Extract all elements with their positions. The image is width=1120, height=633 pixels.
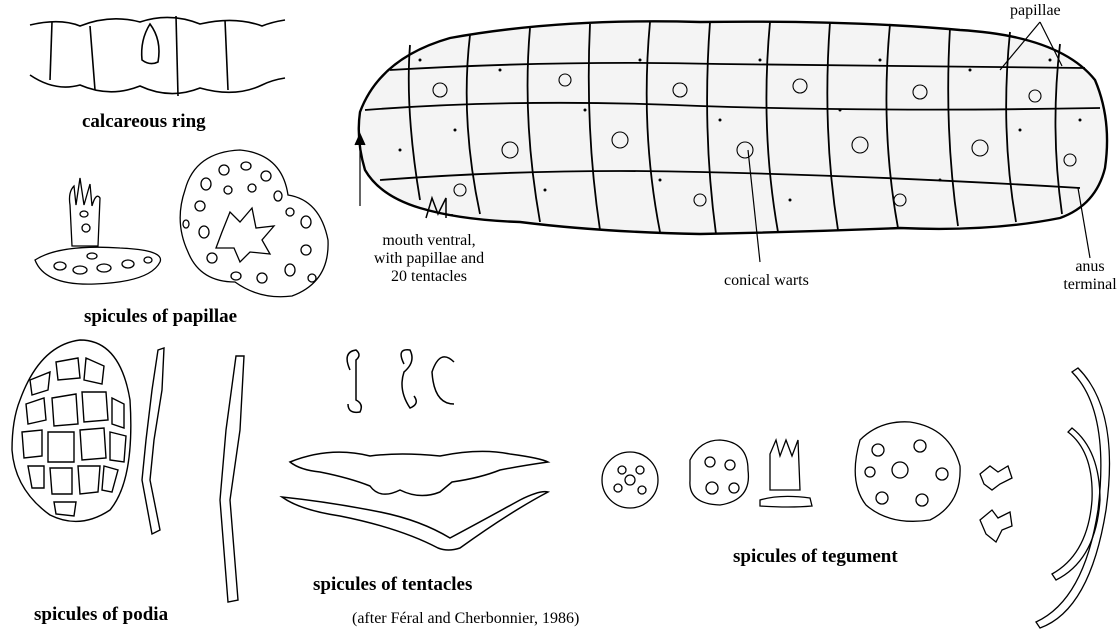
label-papillae: papillae xyxy=(1010,2,1061,20)
label-spicules-of-tegument: spicules of tegument xyxy=(733,546,898,568)
label-mouth-line-3: 20 tentacles xyxy=(334,268,524,286)
label-spicules-of-papillae: spicules of papillae xyxy=(84,306,237,328)
label-conical-warts: conical warts xyxy=(724,272,809,290)
label-anus-line-1: anus xyxy=(1062,258,1118,276)
papillae-spicules-drawing xyxy=(35,150,328,297)
label-mouth-line-1: mouth ventral, xyxy=(334,232,524,250)
label-anus: anus terminal xyxy=(1062,258,1118,294)
label-calcareous-ring: calcareous ring xyxy=(82,111,206,133)
label-spicules-of-podia: spicules of podia xyxy=(34,604,168,626)
label-mouth-line-2: with papillae and xyxy=(334,250,524,268)
tentacles-spicules-drawing xyxy=(282,350,548,550)
tegument-spicules-drawing xyxy=(602,368,1110,628)
podia-spicules-drawing xyxy=(12,340,244,602)
label-anus-line-2: terminal xyxy=(1062,276,1118,294)
label-spicules-of-tentacles: spicules of tentacles xyxy=(313,574,472,596)
source-credit: (after Féral and Cherbonnier, 1986) xyxy=(352,610,579,628)
label-mouth: mouth ventral, with papillae and 20 tent… xyxy=(334,232,524,286)
calcareous-ring-drawing xyxy=(30,16,285,96)
sea-cucumber-body xyxy=(359,21,1107,234)
